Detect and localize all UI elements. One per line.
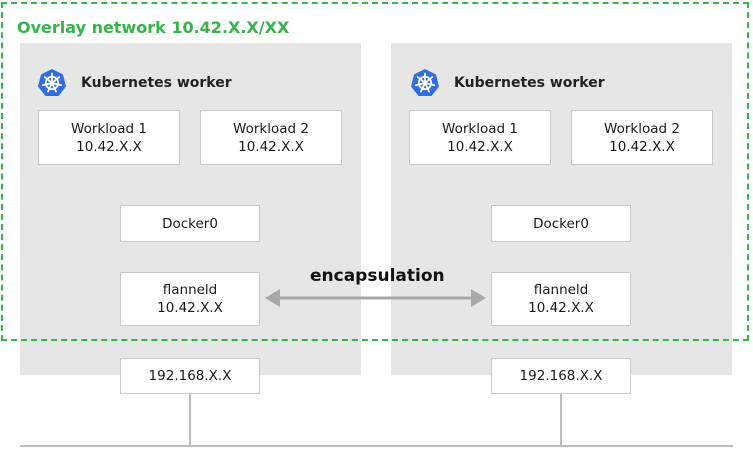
workload-name: Workload 1 xyxy=(442,120,518,137)
worker-label-right: Kubernetes worker xyxy=(454,75,605,91)
workload-name: Workload 1 xyxy=(71,120,147,137)
encapsulation-label: encapsulation xyxy=(310,266,445,286)
worker-label-left: Kubernetes worker xyxy=(81,75,232,91)
docker0-box-right: Docker0 xyxy=(491,205,631,242)
kubernetes-icon xyxy=(38,69,66,96)
workload-ip: 10.42.X.X xyxy=(238,138,304,155)
workload-ip: 10.42.X.X xyxy=(447,138,513,155)
workload-ip: 10.42.X.X xyxy=(76,138,142,155)
workload-ip: 10.42.X.X xyxy=(609,138,675,155)
workload-name: Workload 2 xyxy=(233,120,309,137)
flannel-name: flanneld xyxy=(162,282,218,298)
docker0-box-left: Docker0 xyxy=(120,205,260,242)
docker-label: Docker0 xyxy=(533,215,589,232)
flanneld-box-right: flanneld 10.42.X.X xyxy=(491,272,631,326)
workload1-box-right: Workload 1 10.42.X.X xyxy=(409,110,551,165)
flannel-name: flanneld xyxy=(533,282,589,298)
host-ip-box-left: 192.168.X.X xyxy=(120,358,260,394)
workload1-box-left: Workload 1 10.42.X.X xyxy=(38,110,180,165)
host-ip-box-right: 192.168.X.X xyxy=(491,358,631,394)
workload-name: Workload 2 xyxy=(604,120,680,137)
docker-label: Docker0 xyxy=(162,215,218,232)
flannel-ip: 10.42.X.X xyxy=(528,300,594,316)
host-ip: 192.168.X.X xyxy=(519,368,603,384)
workload2-box-right: Workload 2 10.42.X.X xyxy=(571,110,713,165)
overlay-network-title: Overlay network 10.42.X.X/XX xyxy=(17,18,290,37)
host-ip: 192.168.X.X xyxy=(148,368,232,384)
flannel-ip: 10.42.X.X xyxy=(157,300,223,316)
kubernetes-icon xyxy=(411,69,439,96)
flanneld-box-left: flanneld 10.42.X.X xyxy=(120,272,260,326)
workload2-box-left: Workload 2 10.42.X.X xyxy=(200,110,342,165)
